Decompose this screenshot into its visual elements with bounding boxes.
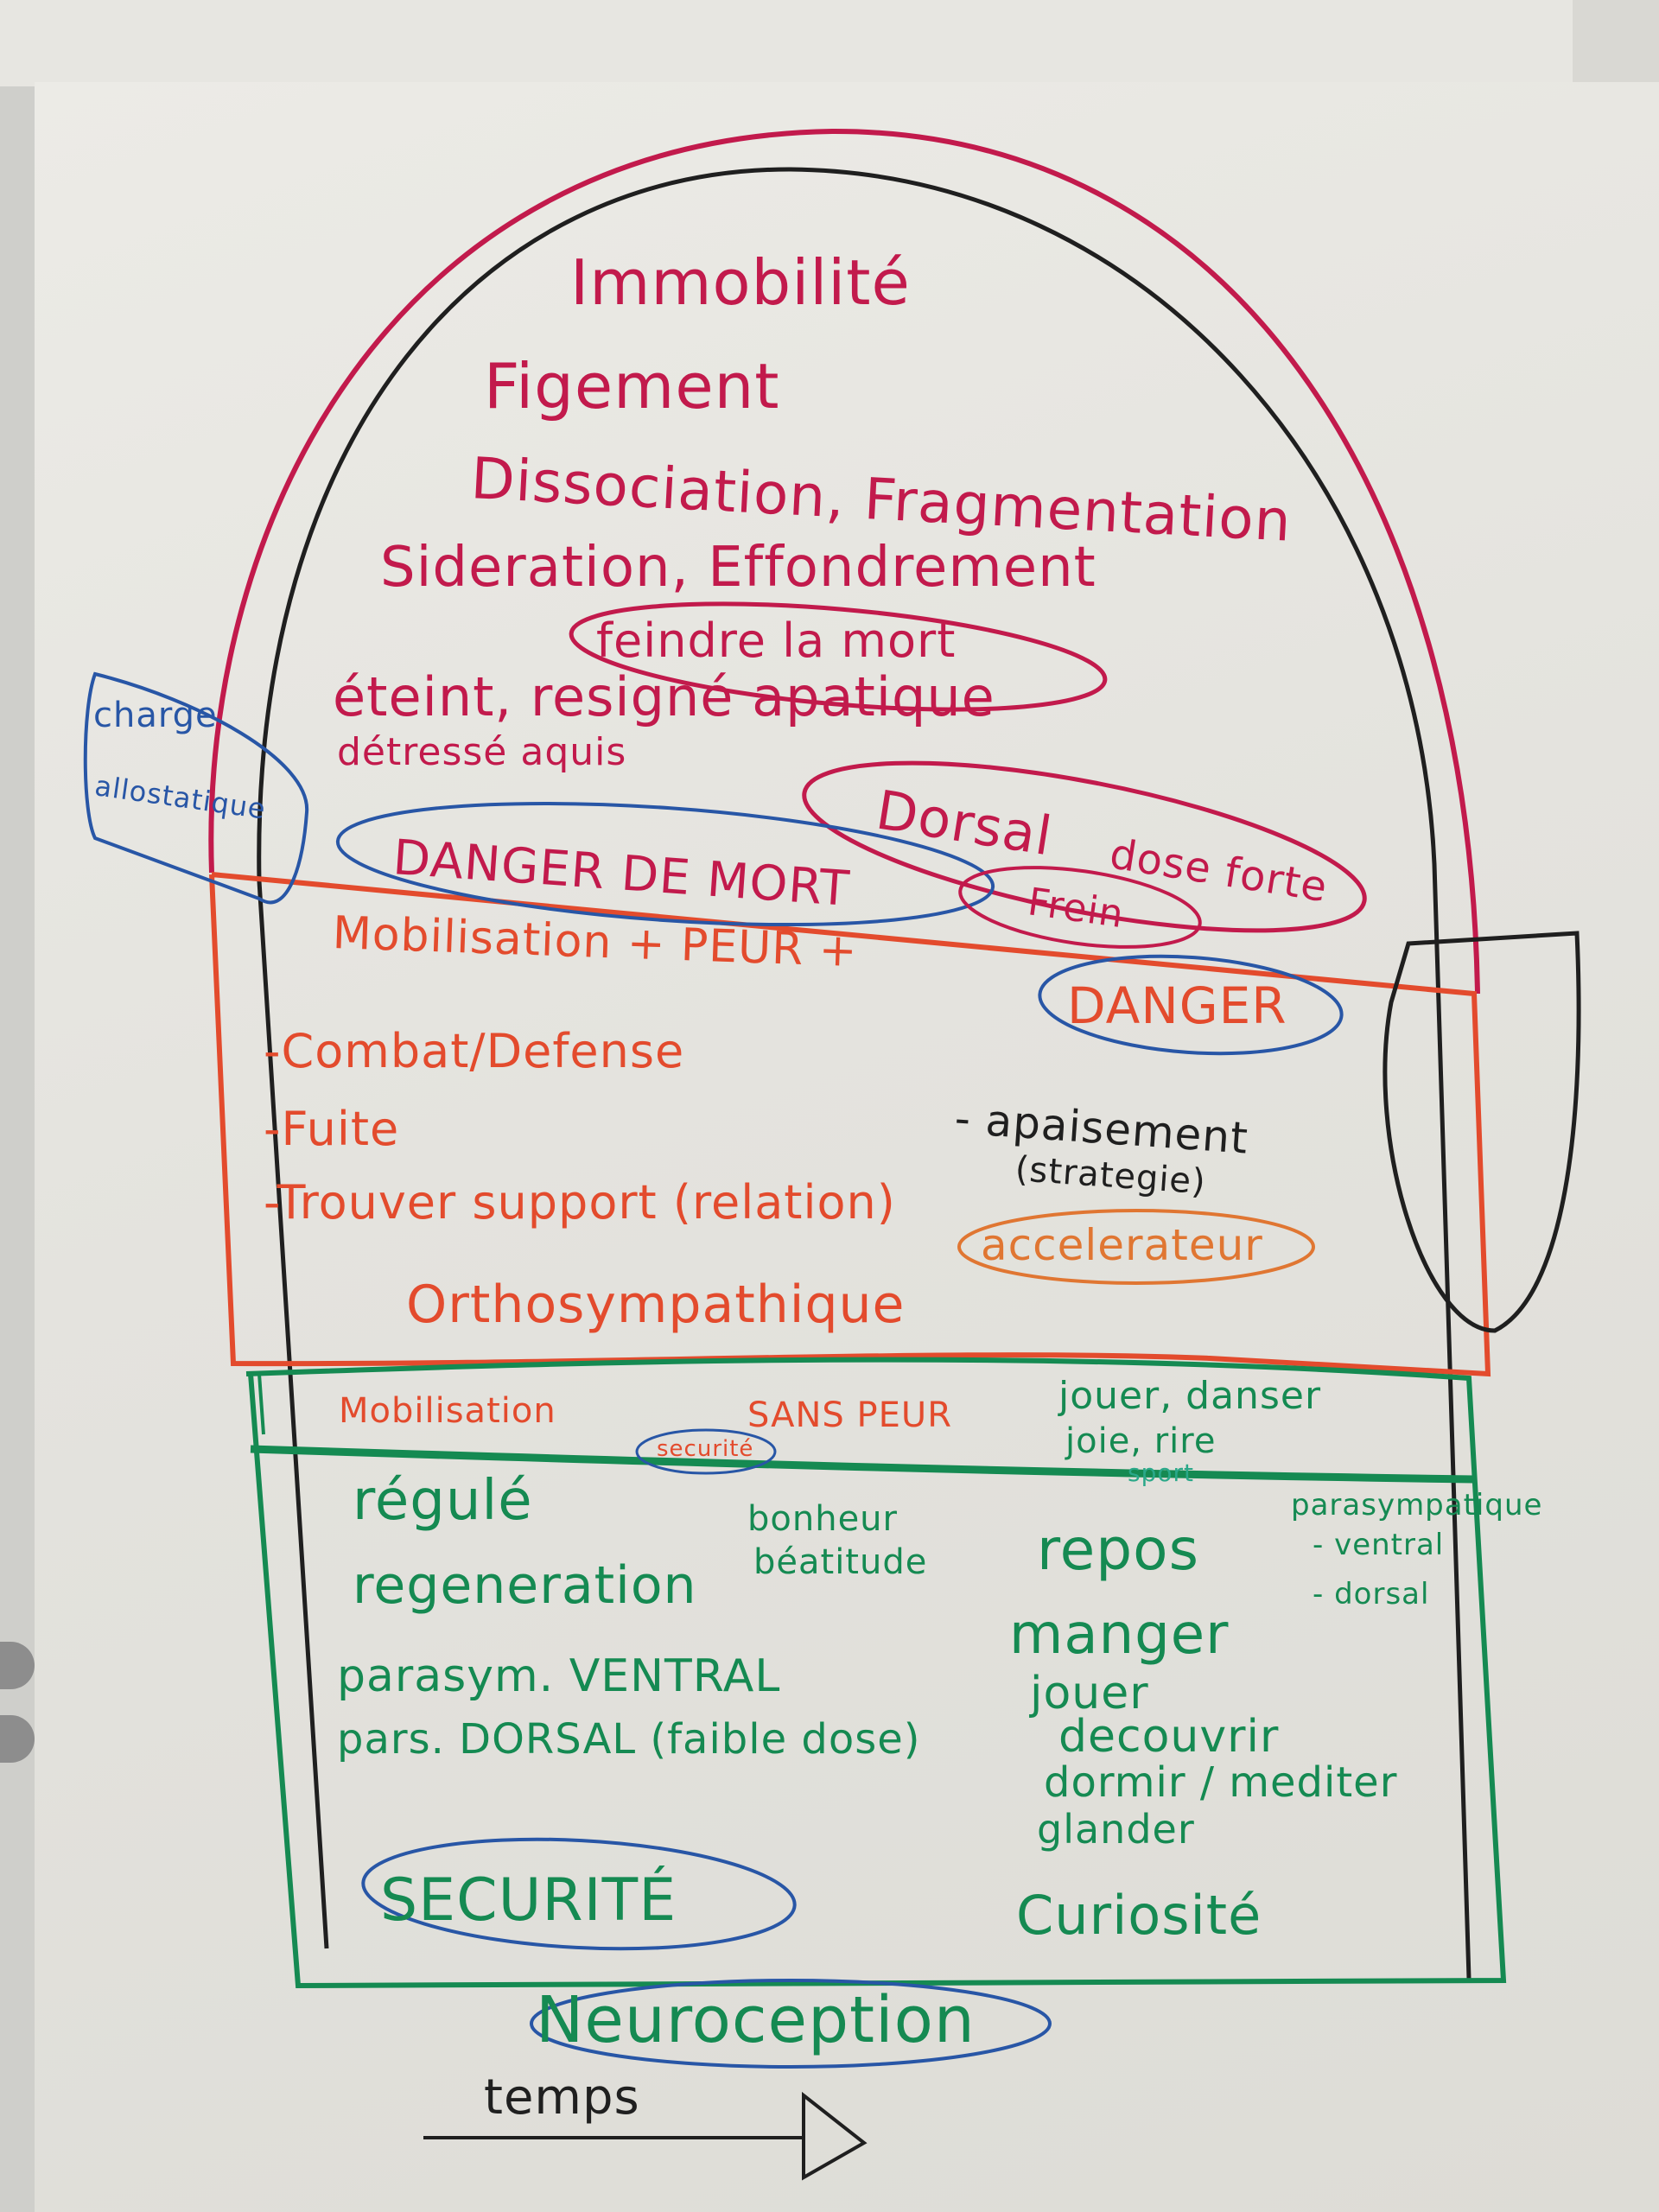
sideration-label: Sideration, Effondrement: [380, 536, 1096, 600]
freeze-zone-arch: [208, 128, 1480, 995]
pars-dorsal-label: pars. DORSAL (faible dose): [337, 1715, 921, 1764]
regeneration-label: regeneration: [353, 1555, 697, 1616]
temps-label: temps: [484, 2069, 640, 2126]
ventral-label: - ventral: [1313, 1528, 1445, 1562]
parasym-ventral-label: parasym. VENTRAL: [337, 1650, 781, 1702]
regule-label: régulé: [353, 1469, 533, 1533]
manger-label: manger: [1009, 1603, 1230, 1667]
mobilisation-zone-box: [209, 872, 1491, 1377]
danger-mort-ellipse: [335, 801, 995, 927]
accelerateur-ellipse: [957, 1209, 1315, 1285]
jouer-danser-label: jouer, danser: [1058, 1374, 1322, 1418]
joie-rire-label: joie, rire: [1065, 1421, 1217, 1461]
glander-label: glander: [1037, 1806, 1195, 1853]
sans-peur-label: SANS PEUR: [747, 1395, 952, 1435]
figement-label: Figement: [484, 350, 780, 423]
jouer-label: jouer: [1030, 1668, 1149, 1719]
play-zone-divider: [250, 1445, 1475, 1484]
parasympathique-label: parasympatique: [1291, 1488, 1543, 1522]
decouvrir-label: decouvrir: [1058, 1711, 1280, 1763]
fuite-label: -Fuite: [264, 1102, 400, 1156]
combat-label: -Combat/Defense: [264, 1024, 685, 1078]
security-zone-box: [245, 1357, 1507, 1989]
dorsal-ellipse: [802, 760, 1367, 933]
frein-ellipse: [958, 866, 1202, 949]
danger-ellipse: [1038, 954, 1344, 1056]
black-loop: [1382, 931, 1581, 1333]
time-arrow: [423, 2091, 868, 2181]
accelerateur-label: accelerateur: [981, 1220, 1263, 1270]
charge-label: charge: [93, 696, 218, 735]
window-of-tolerance-arch: [257, 167, 1471, 1980]
danger-label: DANGER: [1067, 976, 1287, 1035]
neuroception-label: Neuroception: [536, 1983, 976, 2057]
curiosite-label: Curiosité: [1016, 1884, 1262, 1947]
repos-label: repos: [1037, 1516, 1199, 1583]
feindre-label: feindre la mort: [596, 613, 957, 668]
dorsal-small-label: - dorsal: [1313, 1577, 1430, 1611]
beatitude-label: béatitude: [753, 1542, 928, 1582]
securite-ellipse: [361, 1837, 797, 1951]
mobilisation-label: Mobilisation: [339, 1391, 556, 1431]
sport-label: sport: [1128, 1459, 1194, 1487]
orthosympathique-label: Orthosympathique: [406, 1274, 906, 1335]
detresse-label: détressé aquis: [337, 730, 627, 774]
wall: [0, 86, 39, 2212]
eteint-label: éteint, resigné apatique: [333, 665, 995, 728]
securite-small-ellipse: [635, 1428, 777, 1475]
feindre-ellipse: [569, 601, 1108, 712]
neuroception-ellipse: [530, 1979, 1052, 2069]
side-note-box: [83, 671, 309, 905]
securite-label: SECURITÉ: [380, 1866, 677, 1935]
dormir-mediter-label: dormir / mediter: [1044, 1758, 1398, 1807]
trouver-support-label: -Trouver support (relation): [264, 1175, 896, 1230]
immobilite-label: Immobilité: [570, 246, 911, 319]
bonheur-label: bonheur: [747, 1499, 898, 1539]
flipchart-sheet: [35, 82, 1659, 2212]
securite-small-label: securité: [657, 1436, 754, 1462]
